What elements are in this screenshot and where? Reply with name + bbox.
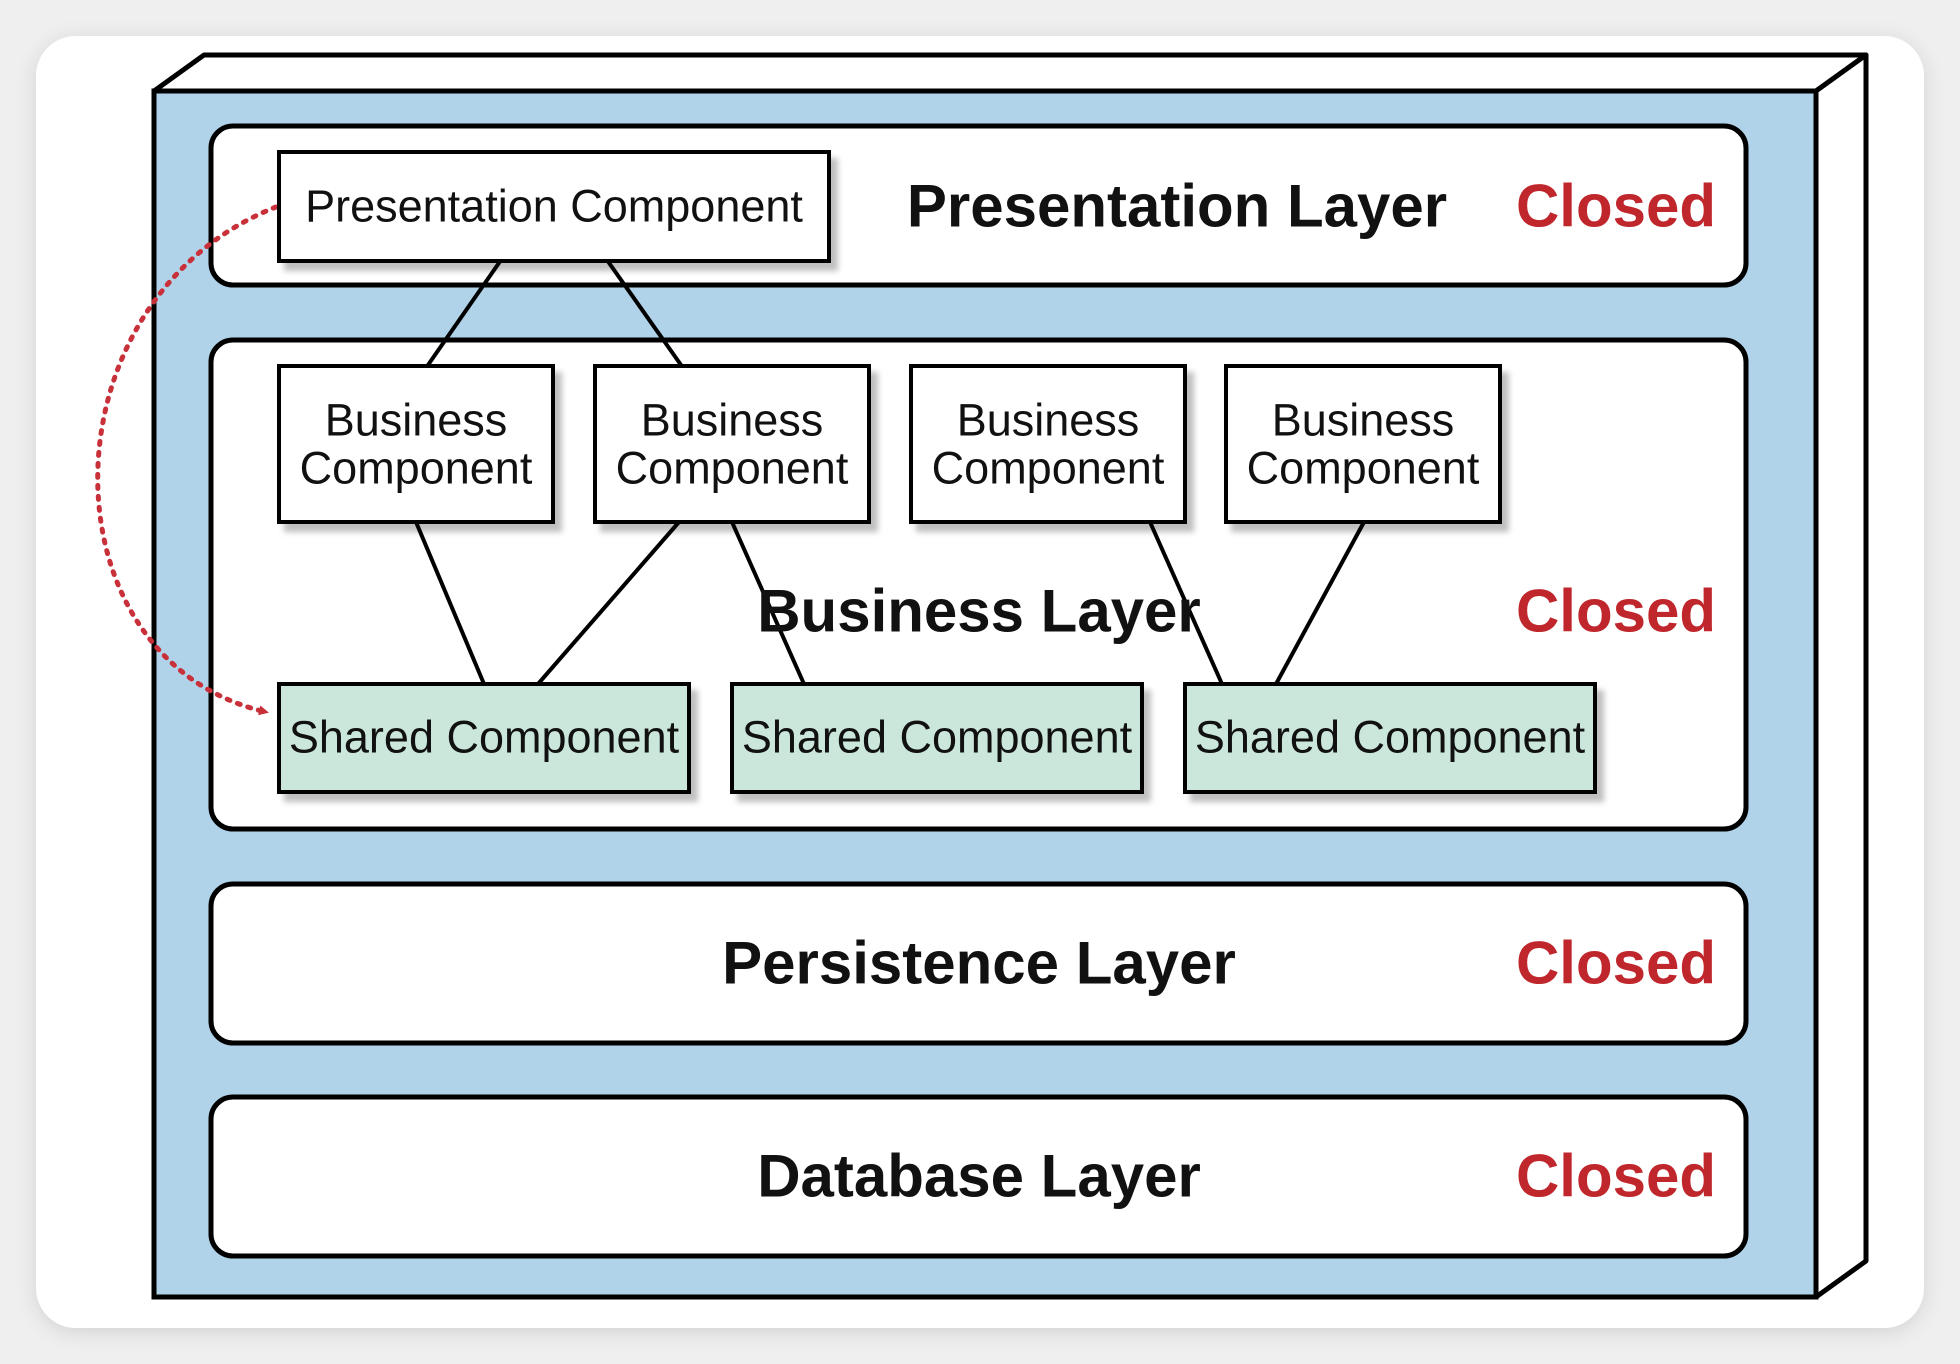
business-component-box [1224, 364, 1502, 524]
presentation-component-box [277, 150, 831, 263]
shared-component: Shared Component [277, 682, 691, 794]
connector-line [730, 521, 806, 685]
business-component-box [277, 364, 555, 524]
business-layer-status: Closed [1516, 578, 1716, 645]
shared-component-label: Shared Component [1195, 712, 1586, 763]
shared-component: Shared Component [730, 682, 1144, 794]
business-component-label-line2: Component [616, 443, 849, 494]
business-layer-label: Business Layer [757, 578, 1201, 645]
presentation-component-label: Presentation Component [305, 181, 803, 232]
business-component-label-line1: Business [641, 395, 824, 446]
connector-line [414, 521, 486, 685]
presentation-component: Presentation Component [277, 150, 831, 263]
connector-line [1148, 521, 1224, 685]
business-component-label-line2: Component [932, 443, 1165, 494]
presentation-layer-status: Closed [1516, 173, 1716, 240]
connector-line [605, 258, 683, 367]
database-layer-panel [208, 1094, 1749, 1259]
connector-line [536, 520, 681, 686]
shared-component-box [730, 682, 1144, 794]
connector-lines [414, 258, 1366, 686]
shared-component-box [1183, 682, 1597, 794]
shared-component: Shared Component [1183, 682, 1597, 794]
connector-line [1274, 521, 1366, 685]
shared-component-label: Shared Component [742, 712, 1133, 763]
business-component: Business Component [1224, 364, 1502, 524]
business-component-box [909, 364, 1187, 524]
business-component: Business Component [277, 364, 555, 524]
business-component: Business Component [593, 364, 871, 524]
persistence-layer-status: Closed [1516, 930, 1716, 997]
business-component-label-line2: Component [1247, 443, 1480, 494]
database-layer-status: Closed [1516, 1143, 1716, 1210]
business-component: Business Component [909, 364, 1187, 524]
business-component-label-line2: Component [300, 443, 533, 494]
container-top-face [151, 52, 1869, 94]
shared-component-label: Shared Component [289, 712, 680, 763]
business-component-label-line1: Business [325, 395, 508, 446]
container-side-face [1813, 52, 1869, 1300]
persistence-layer-panel [208, 881, 1749, 1046]
layer-bypass-arrow [95, 204, 279, 716]
presentation-layer-label: Presentation Layer [907, 173, 1447, 240]
persistence-layer-label: Persistence Layer [722, 930, 1236, 997]
shared-component-box [277, 682, 691, 794]
business-component-label-line1: Business [1272, 395, 1455, 446]
business-component-label-line1: Business [957, 395, 1140, 446]
connector-line [426, 258, 503, 367]
business-component-box [593, 364, 871, 524]
database-layer-label: Database Layer [757, 1143, 1201, 1210]
